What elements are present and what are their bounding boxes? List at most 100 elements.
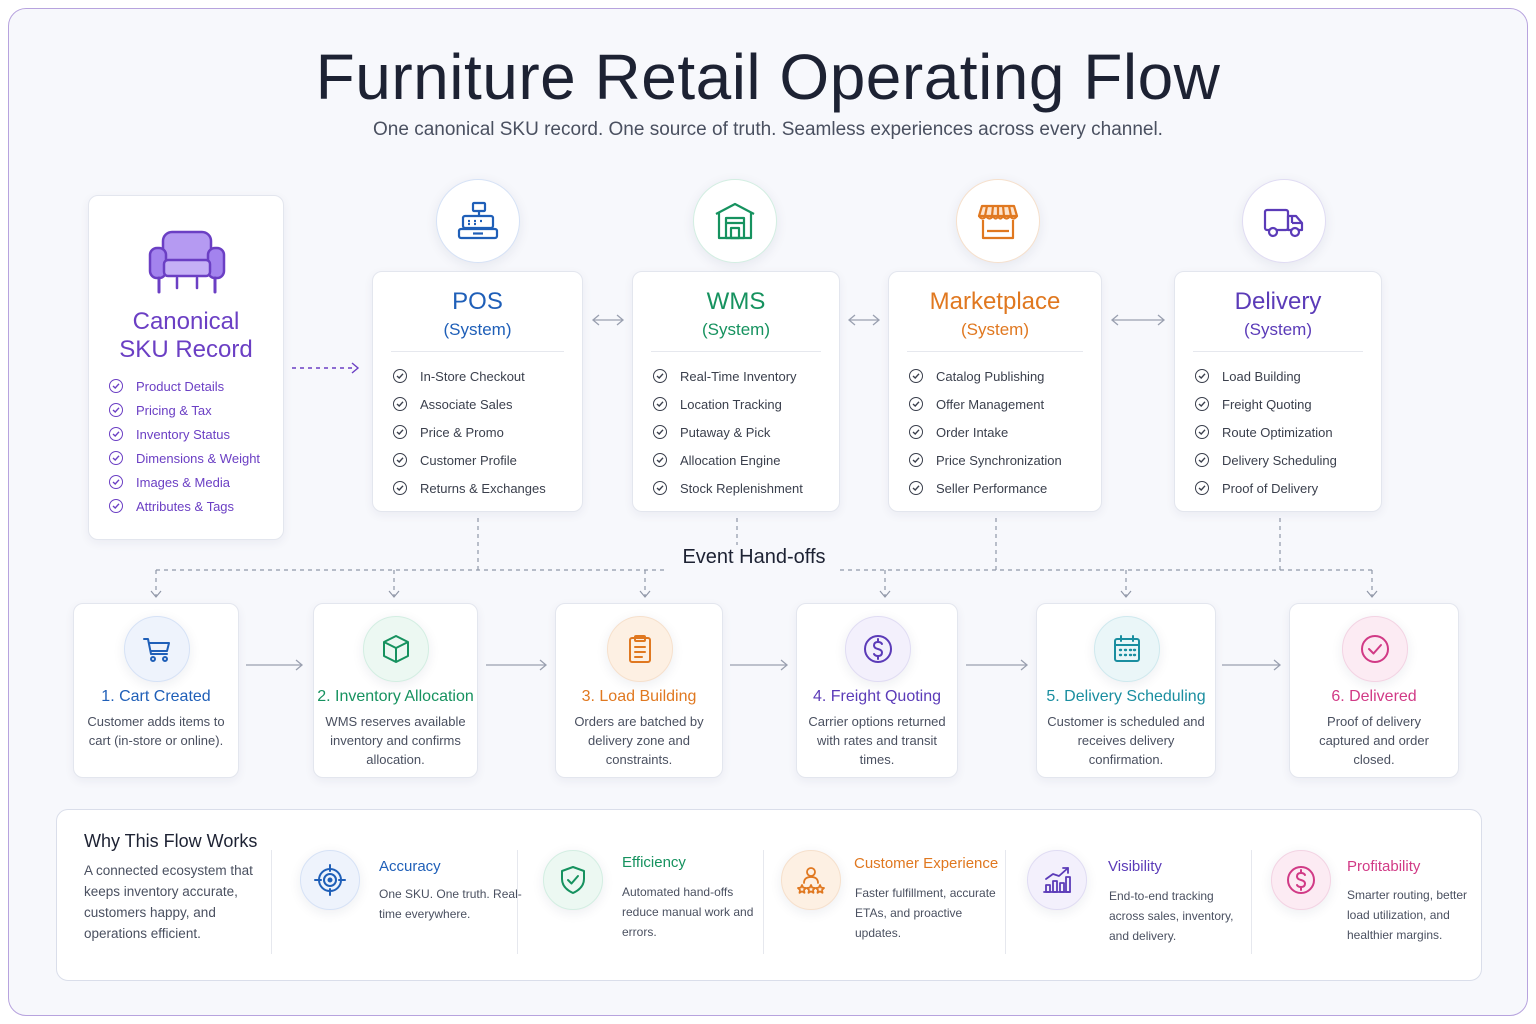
system-name: WMS	[706, 288, 766, 315]
divider	[1251, 850, 1252, 954]
canonical-sku-card: Canonical SKU Record Product Details Pri…	[88, 195, 284, 540]
why-item-text: End-to-end tracking across sales, invent…	[1109, 889, 1234, 943]
system-card-marketplace: Marketplace (System) Catalog Publishing …	[888, 271, 1102, 512]
check-icon	[393, 453, 407, 467]
divider	[517, 850, 518, 954]
delivery-truck-icon	[1242, 179, 1326, 263]
step-card-delivery-scheduling: 5. Delivery Scheduling Customer is sched…	[1036, 603, 1216, 778]
page-subtitle: One canonical SKU record. One source of …	[373, 119, 1163, 140]
list-item: Freight Quoting	[1175, 390, 1381, 418]
list-item: Allocation Engine	[633, 446, 839, 474]
why-item-text: Smarter routing, better load utilization…	[1347, 888, 1468, 942]
target-icon	[300, 850, 360, 910]
check-icon	[1195, 481, 1209, 495]
check-icon	[909, 397, 923, 411]
why-description: A connected ecosystem that keeps invento…	[84, 863, 253, 941]
why-item-accuracy: Accuracy One SKU. One truth. Real-time e…	[300, 838, 522, 968]
check-icon	[909, 425, 923, 439]
why-item-text: One SKU. One truth. Real-time everywhere…	[379, 887, 522, 921]
list-item: Images & Media	[89, 470, 260, 494]
storefront-icon	[956, 179, 1040, 263]
page-title: Furniture Retail Operating Flow	[315, 41, 1221, 113]
step-title: 2. Inventory Allocation	[317, 688, 474, 705]
why-panel: Why This Flow Works A connected ecosyste…	[56, 809, 1482, 981]
list-item: Load Building	[1175, 362, 1381, 390]
box-icon	[363, 616, 429, 682]
system-features: Real-Time Inventory Location Tracking Pu…	[633, 362, 839, 502]
clipboard-icon	[607, 616, 673, 682]
step-title: 5. Delivery Scheduling	[1046, 688, 1206, 705]
list-item: Pricing & Tax	[89, 398, 260, 422]
shield-check-icon	[543, 850, 603, 910]
step-description: Customer adds items to cart (in-store or…	[87, 714, 225, 748]
why-title: Why This Flow Works	[84, 831, 258, 851]
step-card-cart-created: 1. Cart Created Customer adds items to c…	[73, 603, 239, 778]
system-card-delivery: Delivery (System) Load Building Freight …	[1174, 271, 1382, 512]
system-card-wms: WMS (System) Real-Time Inventory Locatio…	[632, 271, 840, 512]
canonical-sku-features: Product Details Pricing & Tax Inventory …	[89, 374, 260, 518]
step-title: 3. Load Building	[581, 688, 697, 705]
dollar-icon	[845, 616, 911, 682]
divider	[763, 850, 764, 954]
check-icon	[653, 425, 667, 439]
list-item: Attributes & Tags	[89, 494, 260, 518]
check-icon	[109, 427, 123, 441]
event-handoffs-label: Event Hand-offs	[668, 546, 840, 569]
why-item-text: Faster fulfillment, accurate ETAs, and p…	[855, 886, 996, 940]
divider	[651, 351, 821, 352]
why-item-text: Automated hand-offs reduce manual work a…	[622, 885, 754, 939]
system-subtitle: (System)	[702, 320, 770, 339]
system-name: Delivery	[1234, 288, 1322, 315]
check-icon	[653, 453, 667, 467]
list-item: Price & Promo	[373, 418, 582, 446]
step-title: 1. Cart Created	[101, 688, 211, 705]
step-card-load-building: 3. Load Building Orders are batched by d…	[555, 603, 723, 778]
list-item: In-Store Checkout	[373, 362, 582, 390]
dollar-circle-icon	[1271, 850, 1331, 910]
step-description: Orders are batched by delivery zone and …	[574, 714, 704, 767]
cash-register-icon	[436, 179, 520, 263]
check-icon	[1195, 453, 1209, 467]
warehouse-icon	[693, 179, 777, 263]
check-icon	[393, 397, 407, 411]
check-icon	[909, 481, 923, 495]
step-title: 4. Freight Quoting	[812, 688, 942, 705]
list-item: Customer Profile	[373, 446, 582, 474]
system-subtitle: (System)	[1244, 320, 1312, 339]
check-icon	[393, 481, 407, 495]
system-subtitle: (System)	[443, 320, 512, 339]
divider	[1005, 850, 1006, 954]
why-item-efficiency: Efficiency Automated hand-offs reduce ma…	[543, 838, 753, 968]
check-icon	[653, 397, 667, 411]
step-card-delivered: 6. Delivered Proof of delivery captured …	[1289, 603, 1459, 778]
step-description: Customer is scheduled and receives deliv…	[1047, 714, 1205, 767]
check-icon	[909, 369, 923, 383]
check-icon	[1195, 397, 1209, 411]
check-icon	[909, 453, 923, 467]
step-description: Proof of delivery captured and order clo…	[1319, 714, 1429, 767]
step-card-freight-quoting: 4. Freight Quoting Carrier options retur…	[796, 603, 958, 778]
list-item: Putaway & Pick	[633, 418, 839, 446]
system-card-pos: POS (System) In-Store Checkout Associate…	[372, 271, 583, 512]
divider	[907, 351, 1083, 352]
system-features: Load Building Freight Quoting Route Opti…	[1175, 362, 1381, 502]
check-icon	[653, 369, 667, 383]
check-icon	[109, 403, 123, 417]
divider	[271, 850, 272, 954]
why-item-visibility: Visibility End-to-end tracking across sa…	[1027, 838, 1242, 968]
list-item: Catalog Publishing	[889, 362, 1101, 390]
list-item: Returns & Exchanges	[373, 474, 582, 502]
why-item-title: Visibility	[1108, 858, 1162, 875]
list-item: Route Optimization	[1175, 418, 1381, 446]
why-item-customer-experience: Customer Experience Faster fulfillment, …	[781, 838, 999, 968]
check-circle-icon	[1342, 616, 1408, 682]
why-item-title: Customer Experience	[854, 855, 999, 872]
list-item: Price Synchronization	[889, 446, 1101, 474]
check-icon	[393, 425, 407, 439]
system-subtitle: (System)	[961, 320, 1029, 339]
check-icon	[393, 369, 407, 383]
check-icon	[1195, 425, 1209, 439]
customer-stars-icon	[781, 850, 841, 910]
step-description: Carrier options returned with rates and …	[808, 714, 946, 767]
check-icon	[109, 499, 123, 513]
